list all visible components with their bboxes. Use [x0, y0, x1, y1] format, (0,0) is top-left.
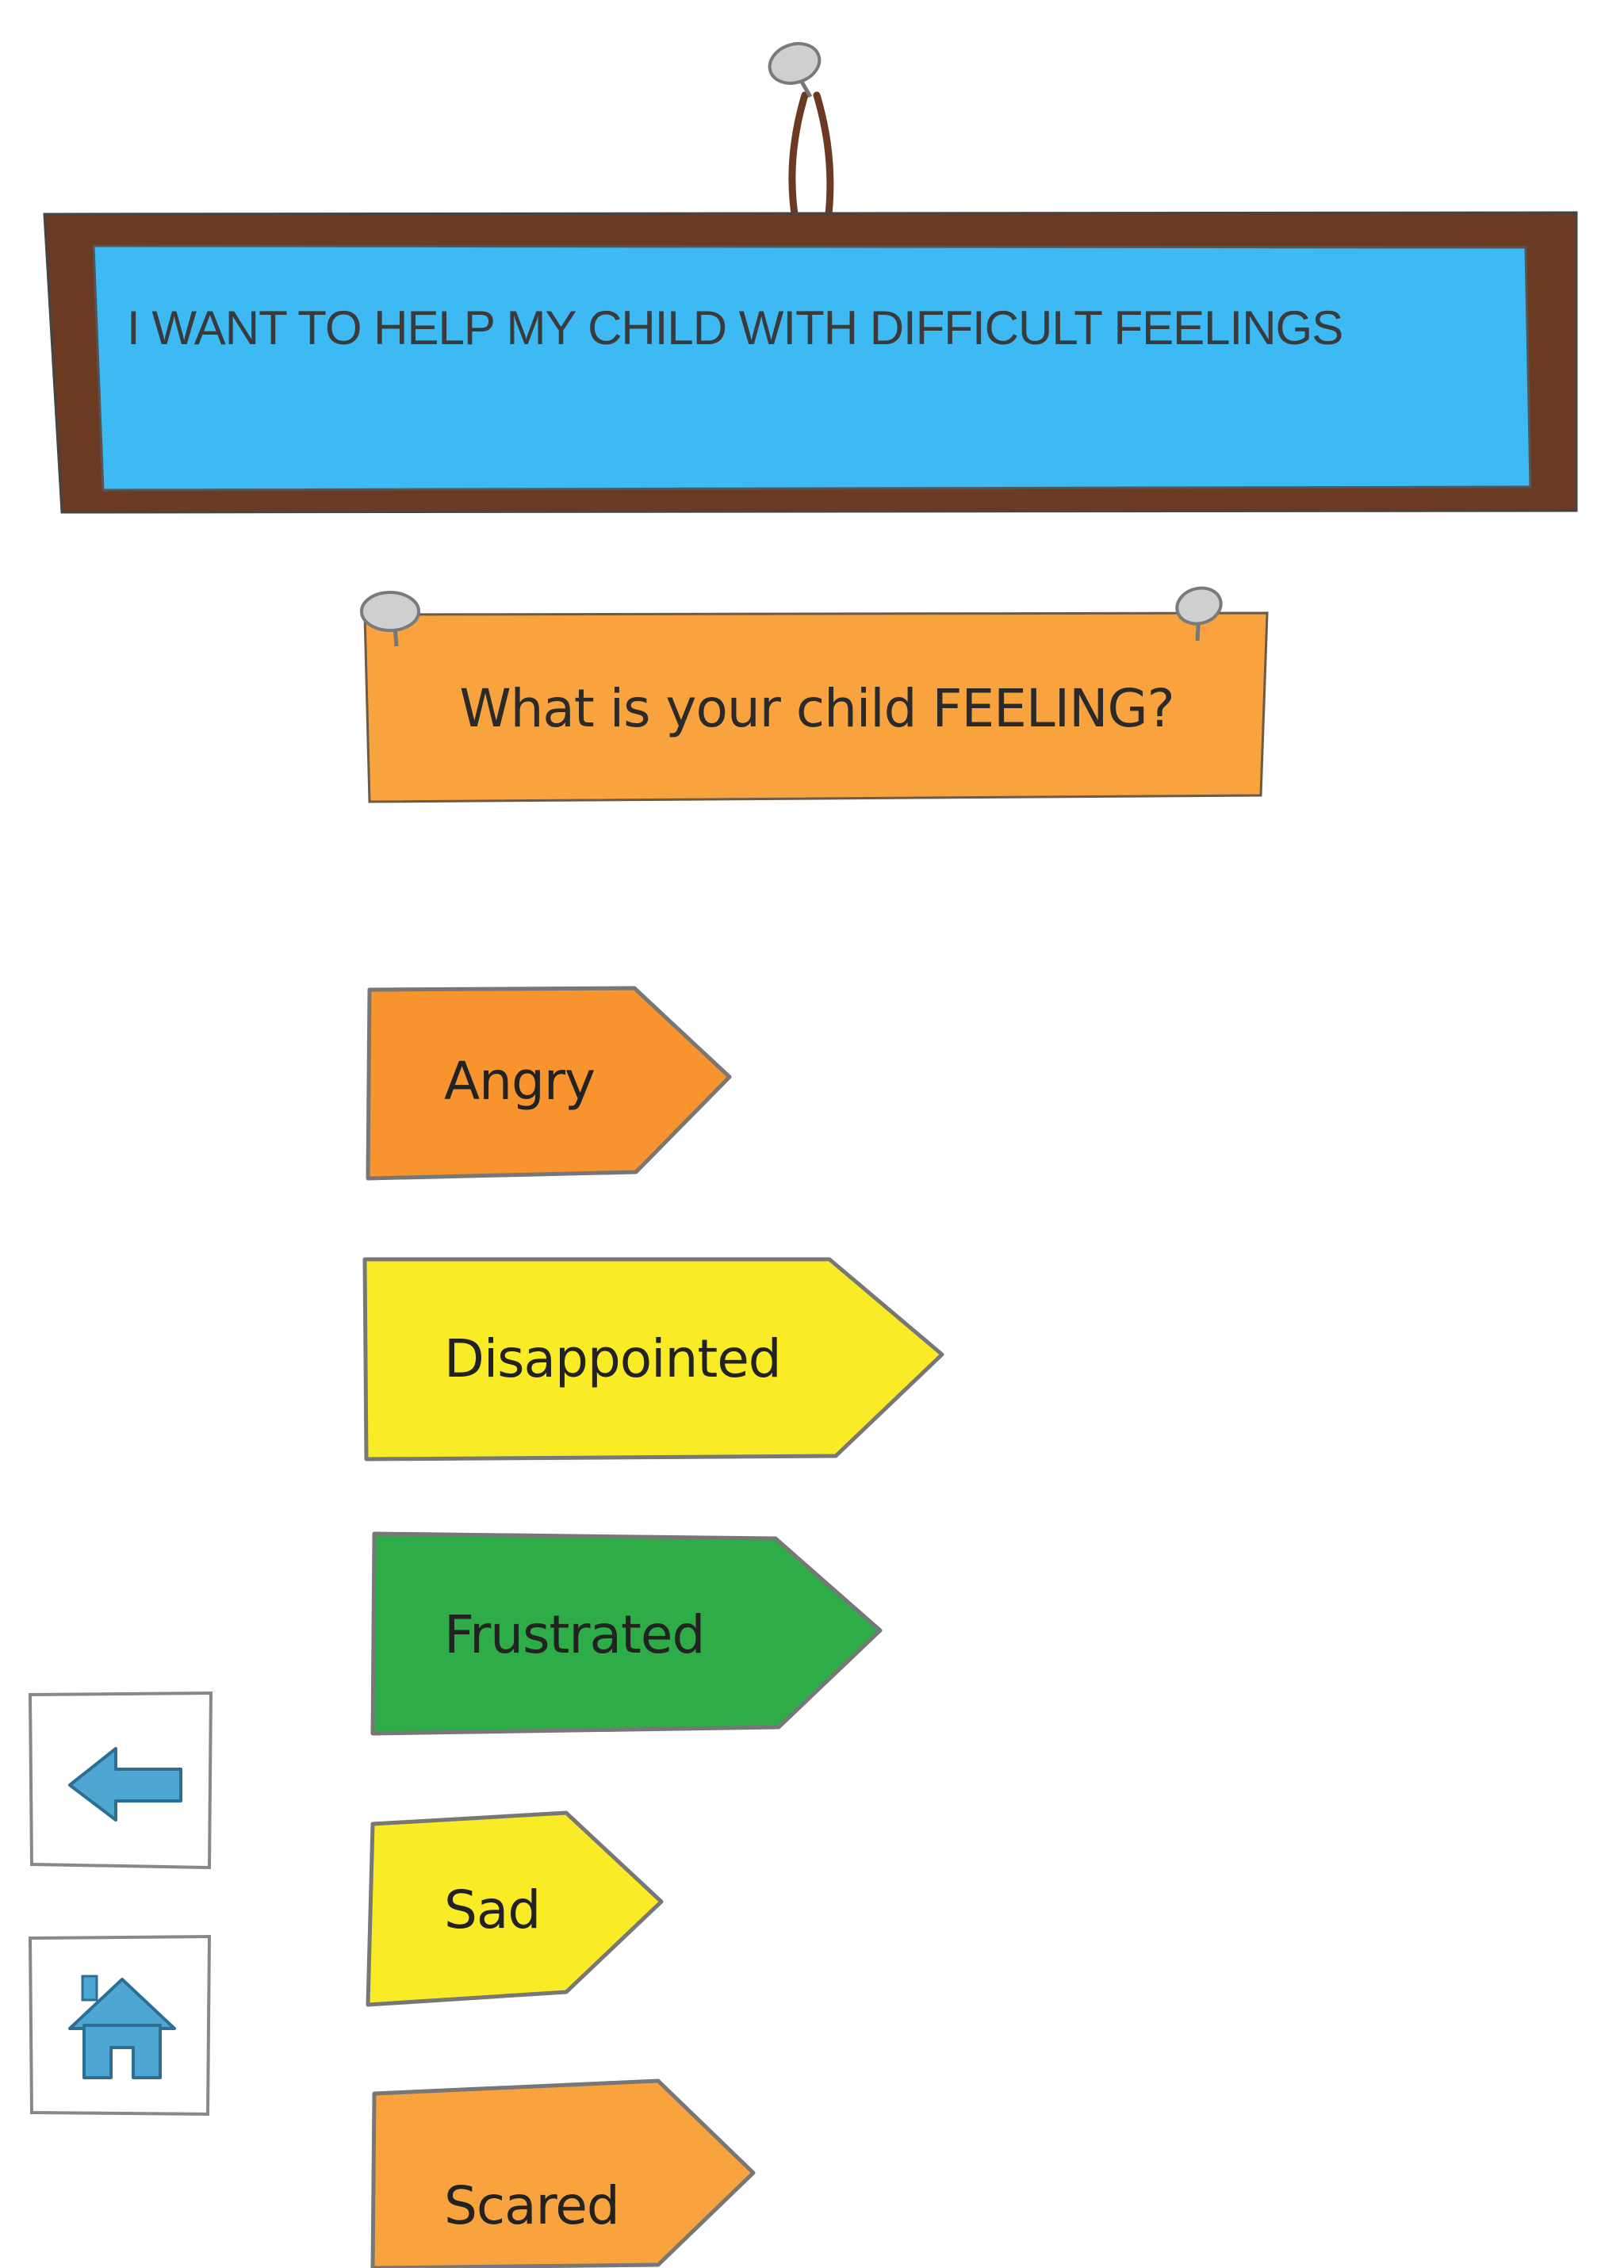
feeling-label: Sad: [444, 1879, 541, 1940]
arrow-sign-shape: [370, 1531, 883, 1736]
page-title: I WANT TO HELP MY CHILD WITH DIFFICULT F…: [127, 301, 1343, 354]
feeling-button-disappointed[interactable]: Disappointed: [362, 1255, 952, 1462]
arrow-sign-shape: [362, 1257, 944, 1462]
feeling-label: Disappointed: [444, 1327, 782, 1389]
pin-icon: [360, 591, 420, 647]
home-icon: [68, 1975, 176, 2079]
back-arrow-icon: [68, 1747, 182, 1822]
feeling-button-angry[interactable]: Angry: [365, 982, 737, 1181]
feeling-button-scared[interactable]: Scared: [365, 2078, 761, 2268]
arrow-sign-shape: [366, 986, 732, 1181]
back-button[interactable]: [28, 1691, 213, 1870]
feeling-button-sad[interactable]: Sad: [365, 1806, 674, 2013]
question-text: What is your child FEELING?: [459, 677, 1174, 739]
feeling-label: Angry: [444, 1050, 596, 1112]
feeling-button-frustrated[interactable]: Frustrated: [365, 1531, 888, 1738]
header-frame: [43, 211, 1578, 514]
question-board: [363, 611, 1269, 803]
pin-icon: [1175, 586, 1223, 642]
home-button[interactable]: [28, 1934, 212, 2117]
feeling-label: Frustrated: [444, 1603, 705, 1665]
feeling-label: Scared: [444, 2175, 620, 2236]
pin-icon: [768, 42, 834, 218]
arrow-sign-shape: [366, 1810, 664, 2007]
